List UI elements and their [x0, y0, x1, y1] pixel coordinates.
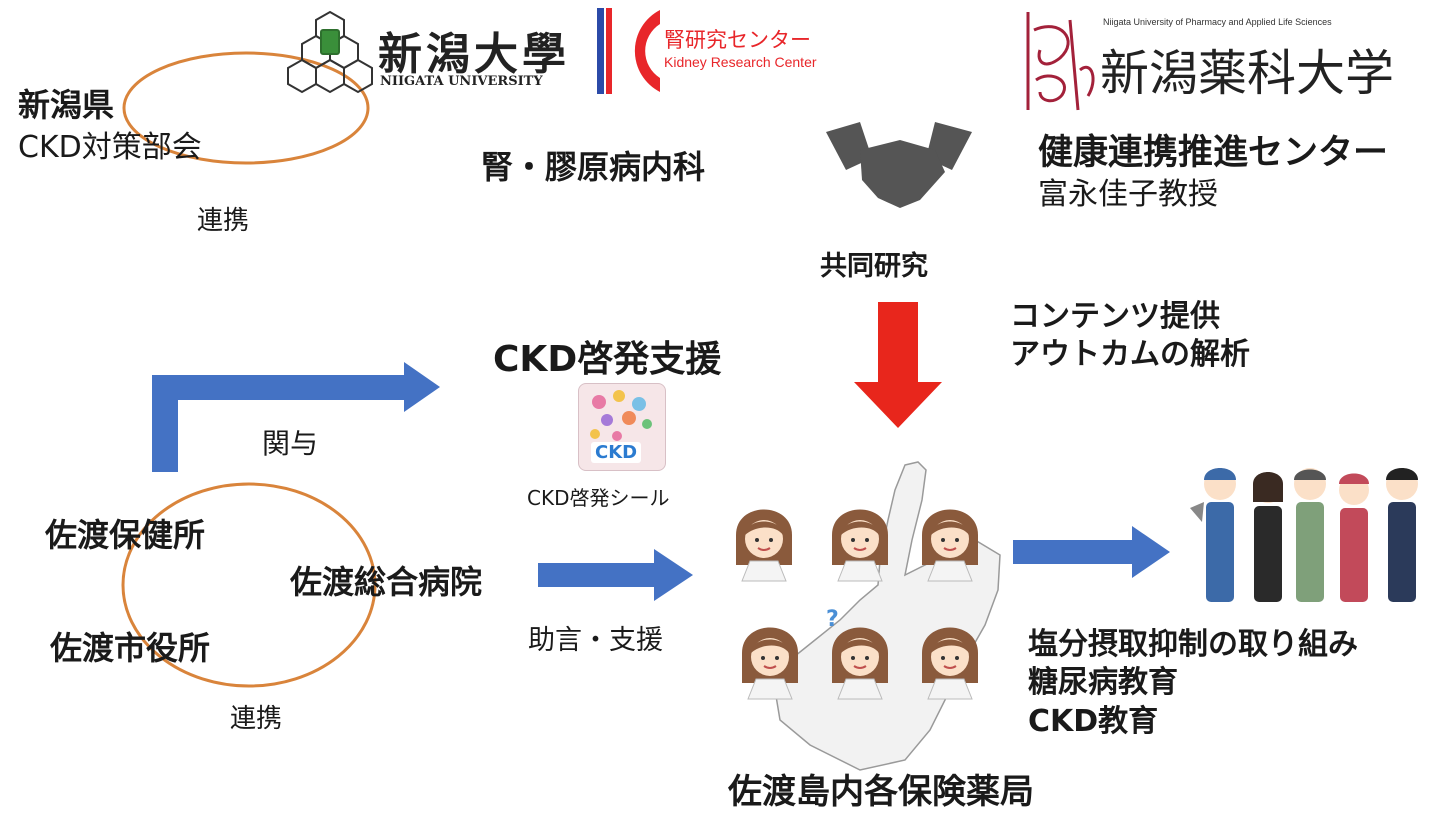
kidney-center-name: 腎研究センター: [664, 28, 811, 52]
arrow-education: [1013, 526, 1170, 578]
health-center-professor: 富永佳子教授: [1038, 177, 1218, 212]
ckd-support-title: CKD啓発支援: [493, 339, 722, 380]
niigata-university-english: NIIGATA UNIVERSITY: [380, 74, 543, 89]
workers-illustration: [1190, 468, 1418, 602]
flower-pattern-icon: [590, 390, 652, 441]
education-item: 塩分摂取抑制の取り組み: [1028, 627, 1358, 662]
pharmacies-label: 佐渡島内各保険薬局: [728, 772, 1034, 812]
pharmacists-illustration: [736, 508, 979, 700]
workers-group: [1190, 462, 1440, 607]
contents-labels: コンテンツ提供 アウトカムの解析: [1010, 298, 1250, 375]
prefecture-title: 新潟県: [18, 86, 115, 124]
prefecture-subtitle: CKD対策部会: [18, 130, 202, 165]
ckd-sticker: CKD: [578, 383, 666, 471]
arrow-advice: [538, 549, 693, 601]
pharmacist-group: [736, 505, 996, 705]
hospital-label: 佐渡総合病院: [290, 563, 483, 601]
involvement-label: 関与: [262, 427, 319, 460]
advice-label: 助言・支援: [528, 625, 663, 656]
contents-item: コンテンツ提供: [1010, 299, 1220, 334]
city-office-label: 佐渡市役所: [50, 629, 211, 667]
education-list: 塩分摂取抑制の取り組み 糖尿病教育 CKD教育: [1028, 626, 1358, 741]
renal-department: 腎・膠原病内科: [481, 148, 706, 186]
arrow-contents: [854, 302, 942, 428]
contents-item: アウトカムの解析: [1010, 337, 1250, 373]
ellipse-prefecture: [122, 51, 370, 165]
arrow-involvement: [152, 362, 440, 472]
joint-research-label: 共同研究: [820, 251, 928, 282]
ckd-sticker-label: CKD啓発シール: [527, 486, 670, 510]
ckd-sticker-text: CKD: [591, 442, 642, 463]
handshake-icon: [826, 122, 972, 208]
niigata-university-crest-icon: [287, 10, 373, 94]
question-icon: ?: [826, 607, 839, 632]
education-item: CKD教育: [1028, 703, 1159, 739]
ellipse-sado-partners: [121, 482, 377, 688]
hokenjo-label: 佐渡保健所: [45, 516, 206, 554]
kidney-center-english: Kidney Research Center: [664, 54, 817, 70]
link-label-top: 連携: [197, 206, 250, 236]
education-item: 糖尿病教育: [1028, 665, 1178, 701]
worker-icon: [1190, 468, 1236, 602]
pharma-university-name: 新潟薬科大学: [1100, 45, 1395, 102]
pharma-university-logo-icon: [1026, 12, 1095, 111]
pharma-university-english: Niigata University of Pharmacy and Appli…: [1103, 17, 1332, 27]
health-center-title: 健康連携推進センター: [1038, 133, 1389, 173]
link-label-bottom: 連携: [230, 704, 283, 734]
kidney-center-logo-icon: [597, 8, 660, 94]
niigata-university-name: 新潟大學: [378, 29, 570, 80]
